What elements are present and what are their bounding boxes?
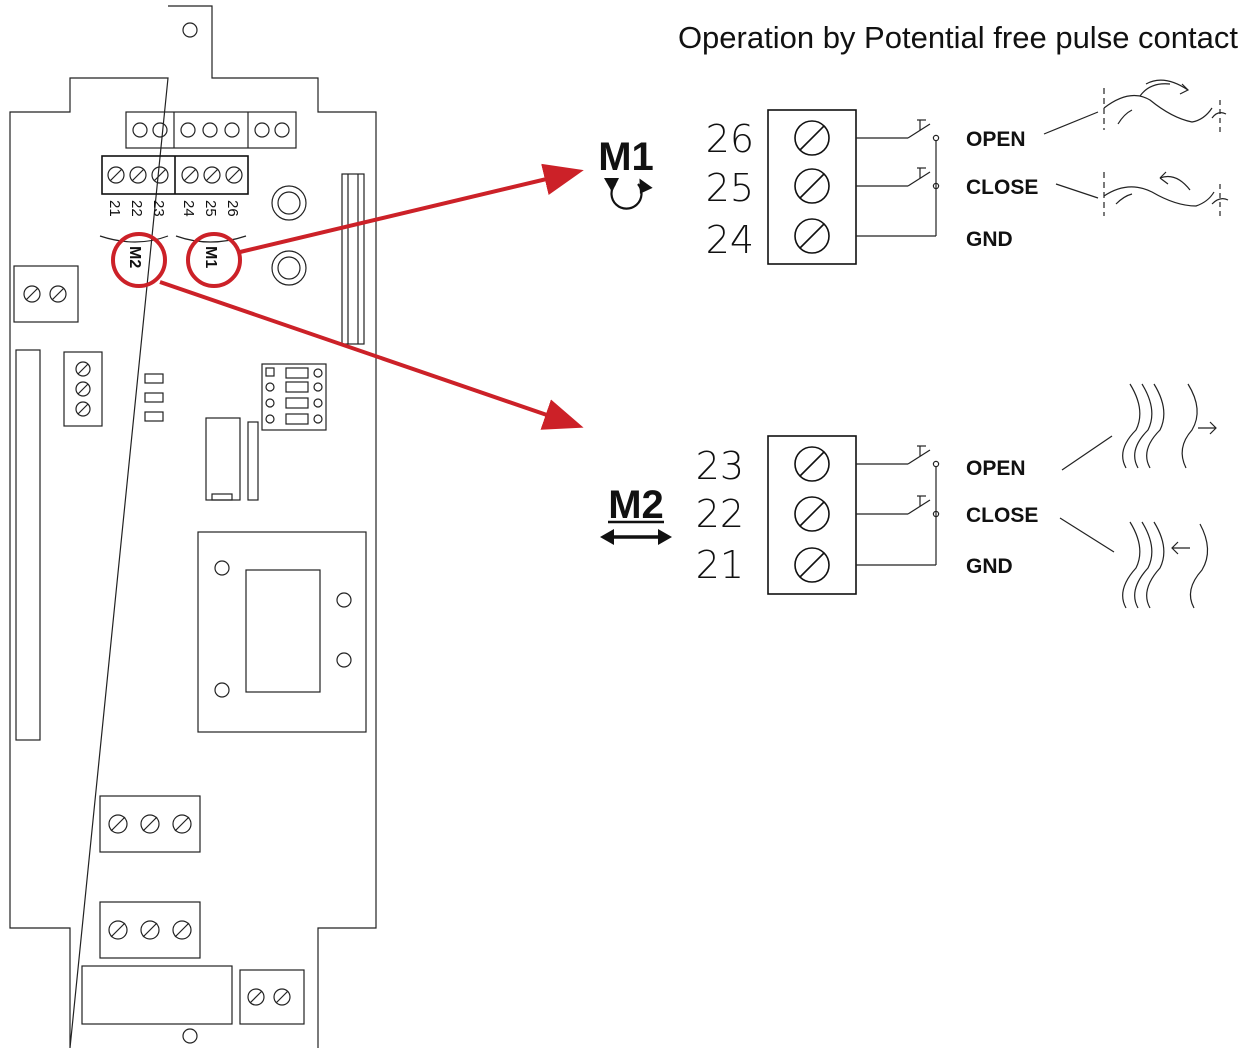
fuse-holder — [81, 965, 233, 1025]
m1-terminal-block — [767, 109, 857, 265]
board-number: 26 — [224, 200, 241, 217]
input-terminal-block — [101, 155, 249, 195]
m1-open-switch — [856, 119, 940, 142]
m2-section: M2 23 22 21 — [600, 383, 1217, 609]
m2-board-badge: M2 — [126, 246, 143, 268]
pcb-board: 21 22 23 24 25 26 M2 M1 — [9, 5, 377, 1048]
m1-highlight-circle — [186, 232, 242, 288]
left-terminal-block — [13, 265, 79, 323]
m1-terminal-number: 24 — [706, 218, 754, 262]
m2-terminal-number: 21 — [696, 543, 744, 587]
m1-louvre-open-icon — [1103, 79, 1227, 132]
m1-terminal-number: 25 — [706, 166, 754, 210]
m1-label: M1 — [598, 135, 654, 179]
bottom-right-terminal — [239, 969, 305, 1025]
m2-common-wire — [856, 467, 937, 566]
m2-terminal-number: 22 — [696, 492, 744, 536]
m2-curtain-open-icon — [1122, 383, 1217, 469]
m2-highlight-circle — [111, 232, 167, 288]
m1-signal-label: CLOSE — [966, 176, 1038, 199]
m1-terminal-number: 26 — [706, 117, 754, 161]
side-strip — [15, 349, 41, 741]
m2-label: M2 — [608, 483, 664, 527]
m2-pointer-arrow — [159, 280, 584, 430]
m2-signal-label: GND — [966, 555, 1013, 578]
svg-text:M2: M2 — [126, 246, 143, 268]
m2-signal-label: OPEN — [966, 457, 1026, 480]
m1-board-badge: M1 — [202, 246, 219, 268]
transformer — [197, 531, 367, 733]
board-terminal-numbers: 21 22 23 24 25 26 — [99, 200, 247, 243]
m2-terminal-block — [767, 435, 857, 595]
m1-common-wire — [856, 141, 937, 237]
double-arrow-icon — [600, 529, 672, 545]
board-number: 25 — [202, 200, 219, 217]
m2-curtain-close-icon — [1122, 521, 1209, 609]
callouts — [111, 163, 584, 430]
relay — [205, 417, 259, 501]
board-number: 24 — [180, 200, 197, 217]
bottom-terminal-block-1 — [99, 795, 201, 853]
rotate-arrow-icon — [604, 178, 653, 210]
bottom-terminal-block-2 — [99, 901, 201, 959]
m2-terminal-number: 23 — [696, 444, 744, 488]
push-buttons — [271, 185, 307, 286]
m2-open-switch — [856, 445, 940, 468]
board-number: 21 — [106, 200, 123, 217]
m2-signal-label: CLOSE — [966, 504, 1038, 527]
m1-section: M1 26 25 24 — [598, 79, 1229, 265]
m1-signal-label: OPEN — [966, 128, 1026, 151]
board-number: 23 — [150, 200, 167, 217]
top-terminal-block — [125, 111, 297, 149]
slot-connector — [341, 173, 365, 345]
vertical-terminal-block — [63, 351, 103, 427]
m2-close-switch — [856, 495, 940, 518]
m1-pointer-arrow — [239, 163, 584, 254]
dip-switch — [261, 363, 327, 431]
diagram-title: Operation by Potential free pulse contac… — [678, 20, 1238, 55]
m1-signal-label: GND — [966, 228, 1013, 251]
status-leds — [144, 373, 164, 422]
m1-louvre-close-icon — [1103, 171, 1229, 216]
m1-close-switch — [856, 167, 940, 190]
svg-text:M1: M1 — [202, 246, 219, 268]
board-number: 22 — [128, 200, 145, 217]
